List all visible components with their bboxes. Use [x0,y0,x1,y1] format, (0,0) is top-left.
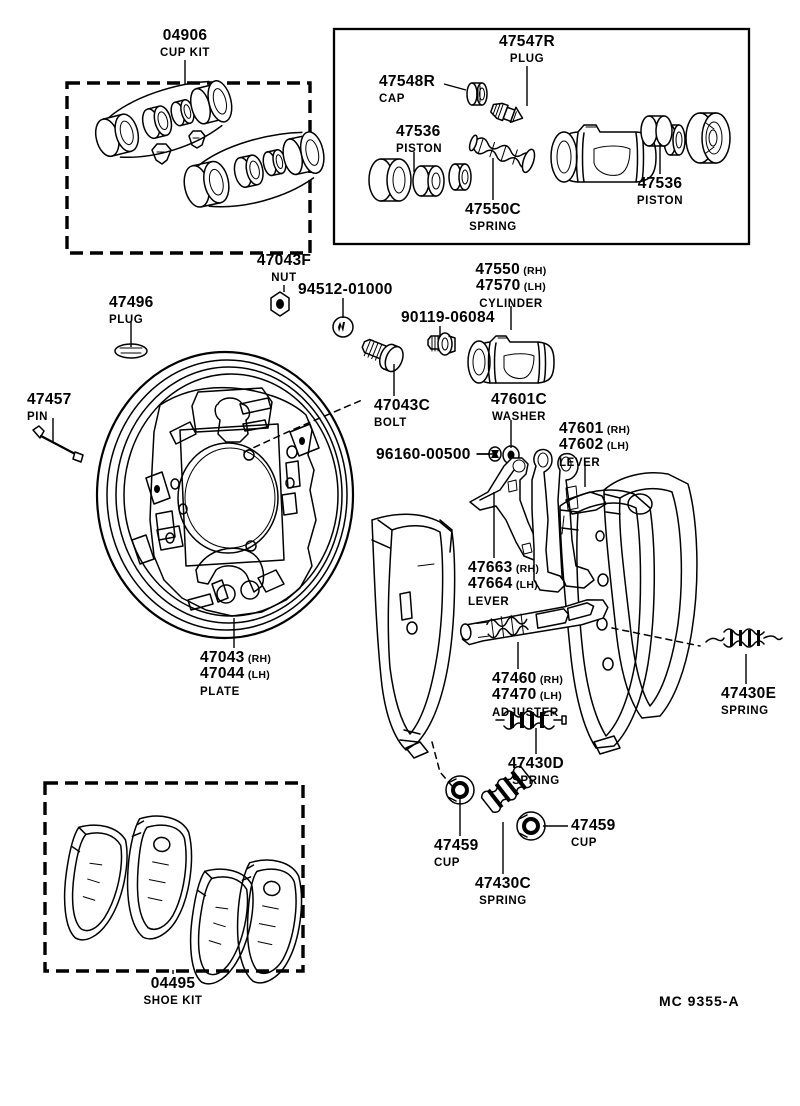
shoe-to-cup-leader [431,741,453,787]
callout-47601: 47601 (RH)47602 (LH)LEVER [559,420,631,469]
adjuster-47460 [459,599,609,646]
callout-47663: 47663 (RH)47664 (LH)LEVER [468,559,540,608]
callout-90119: 90119-06084 [401,309,495,326]
callout-94512: 94512-01000 [298,281,393,298]
sheet-code: MC 9355-A [659,993,740,1009]
callout-47043: 47043 (RH)47044 (LH)PLATE [200,649,272,698]
wheel-cylinder-exploded [368,82,731,202]
pin-47457 [32,425,84,463]
shoe-kit-box [43,781,305,973]
backing-plate [95,350,363,640]
callout-47550: 47550 (RH)47570 (LH)CYLINDER [475,261,547,310]
brake-shoe-left [371,513,456,759]
lever-47663 [469,457,541,561]
brake-shoe-right-rear [603,472,698,719]
fastener-96160 [476,446,502,462]
leader-47548r [443,83,467,91]
spring-47430c [480,765,533,813]
spring-47430e [705,628,783,648]
cup-47459-left [445,775,475,805]
wheel-cylinder-assembly [467,335,555,384]
bolt-47043c [361,338,404,373]
callout-96160: 96160-00500 [376,446,471,463]
washer-94512 [332,316,354,338]
cup-47459-right [516,811,546,841]
cup-kit-parts [94,80,325,208]
nut-47043f [270,291,290,317]
fastener-90119 [427,332,456,356]
shoe-kit-parts [63,815,303,985]
wheel-cylinder-box [332,27,751,246]
callout-47460: 47460 (RH)47470 (LH)ADJUSTER [492,670,564,719]
spring-47430d [495,710,567,730]
callout-leaders [52,60,747,974]
